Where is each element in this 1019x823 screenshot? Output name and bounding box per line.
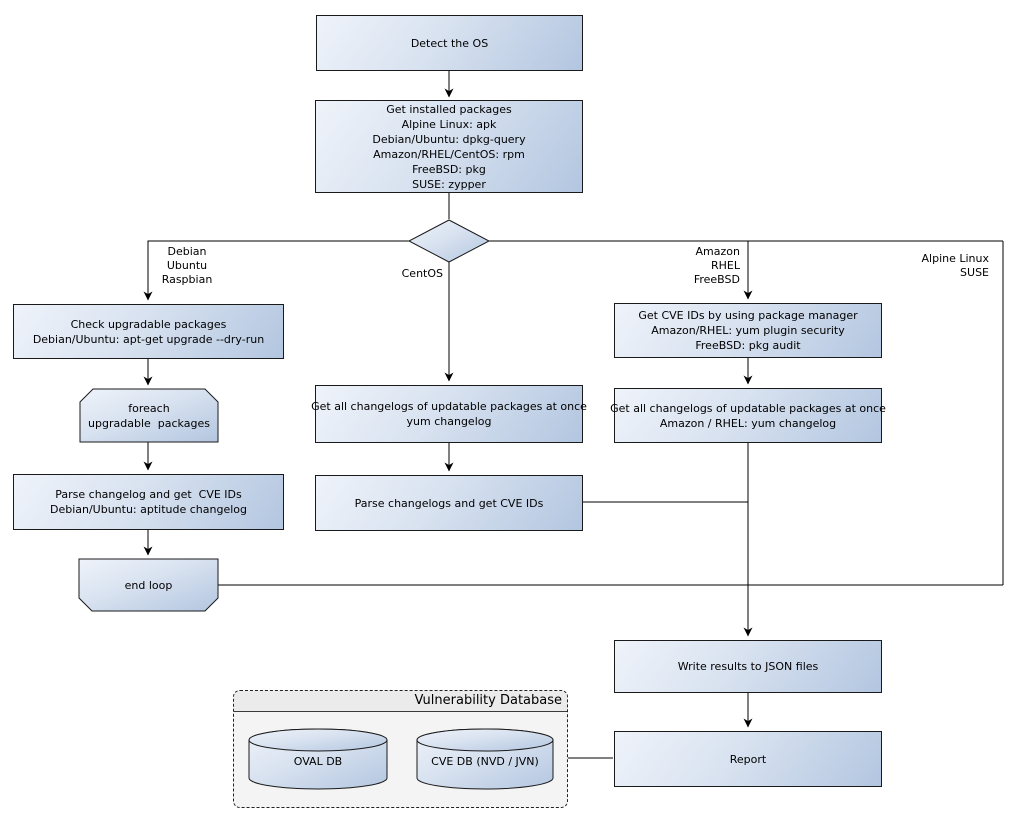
text-line: Parse changelog and get CVE IDs — [55, 488, 242, 501]
node-get-changelogs-amazon-rhel: Get all changelogs of updatable packages… — [610, 388, 886, 443]
foreach-loop-shape — [79, 388, 219, 443]
text-line: Detect the OS — [410, 36, 489, 50]
text-line: Amazon / RHEL: yum changelog — [659, 416, 837, 430]
text-line: Get all changelogs of updatable packages… — [610, 401, 886, 415]
text-line: Get all changelogs of updatable packages… — [311, 400, 587, 413]
branch-label-centos: CentOS — [385, 267, 443, 281]
cve-db-cylinder — [416, 728, 554, 790]
text-line: Debian/Ubuntu: apt-get upgrade --dry-run — [32, 332, 265, 346]
text-line: Debian/Ubuntu: aptitude changelog — [49, 503, 248, 516]
text-line: end loop — [124, 578, 173, 592]
oval-db-cylinder-top — [248, 728, 388, 752]
edge-decision-to-check-upgradable — [143, 240, 409, 301]
text-line: Write results to JSON files — [677, 660, 819, 673]
text-line: Get installed packages — [386, 102, 512, 116]
node-report: Report — [614, 731, 882, 787]
text-line: foreach — [128, 401, 170, 415]
text-line: upgradable packages — [88, 416, 210, 430]
cylinder-label-oval-db: OVAL DB — [293, 754, 343, 768]
text-line: Check upgradable packages — [70, 317, 227, 331]
node-end-loop: end loop — [79, 559, 218, 611]
text-line: yum changelog — [406, 415, 492, 428]
text-line: Amazon/RHEL: yum plugin security — [651, 324, 845, 337]
text-line: Report — [729, 752, 767, 766]
text-line: Amazon — [695, 245, 740, 258]
text-line: Debian — [167, 245, 207, 258]
text-line: FreeBSD: pkg — [412, 162, 486, 176]
text-line: Raspbian — [161, 273, 213, 286]
text-line: Debian/Ubuntu: dpkg-query — [372, 132, 526, 146]
node-write-results-json: Write results to JSON files — [614, 640, 882, 693]
node-detect-os: Detect the OS — [316, 15, 583, 71]
vulnerability-database-title: Vulnerability Database — [234, 691, 567, 712]
text-line: Alpine Linux — [921, 252, 990, 265]
text-line: RHEL — [711, 259, 740, 272]
node-parse-changelogs-centos: Parse changelogs and get CVE IDs — [315, 475, 583, 531]
text-line: FreeBSD — [693, 273, 740, 286]
text-line: Get CVE IDs by using package manager — [638, 309, 858, 322]
decision-diamond-os — [407, 219, 491, 263]
text-line: Ubuntu — [166, 259, 208, 272]
text-line: FreeBSD: pkg audit — [695, 339, 801, 352]
end-loop-shape — [78, 558, 219, 612]
text-line: Alpine Linux: apk — [401, 117, 497, 131]
text-line: Parse changelogs and get CVE IDs — [354, 496, 544, 510]
text-line: SUSE: zypper — [412, 177, 486, 191]
text-line: CentOS — [401, 267, 443, 280]
cylinder-label-cve-db: CVE DB (NVD / JVN) — [431, 754, 539, 768]
text-line: Amazon/RHEL/CentOS: rpm — [373, 147, 525, 161]
oval-db-cylinder — [248, 728, 388, 790]
node-get-changelogs-centos: Get all changelogs of updatable packages… — [311, 385, 587, 443]
cve-db-cylinder-top — [416, 728, 554, 752]
text-line: SUSE — [960, 266, 989, 279]
